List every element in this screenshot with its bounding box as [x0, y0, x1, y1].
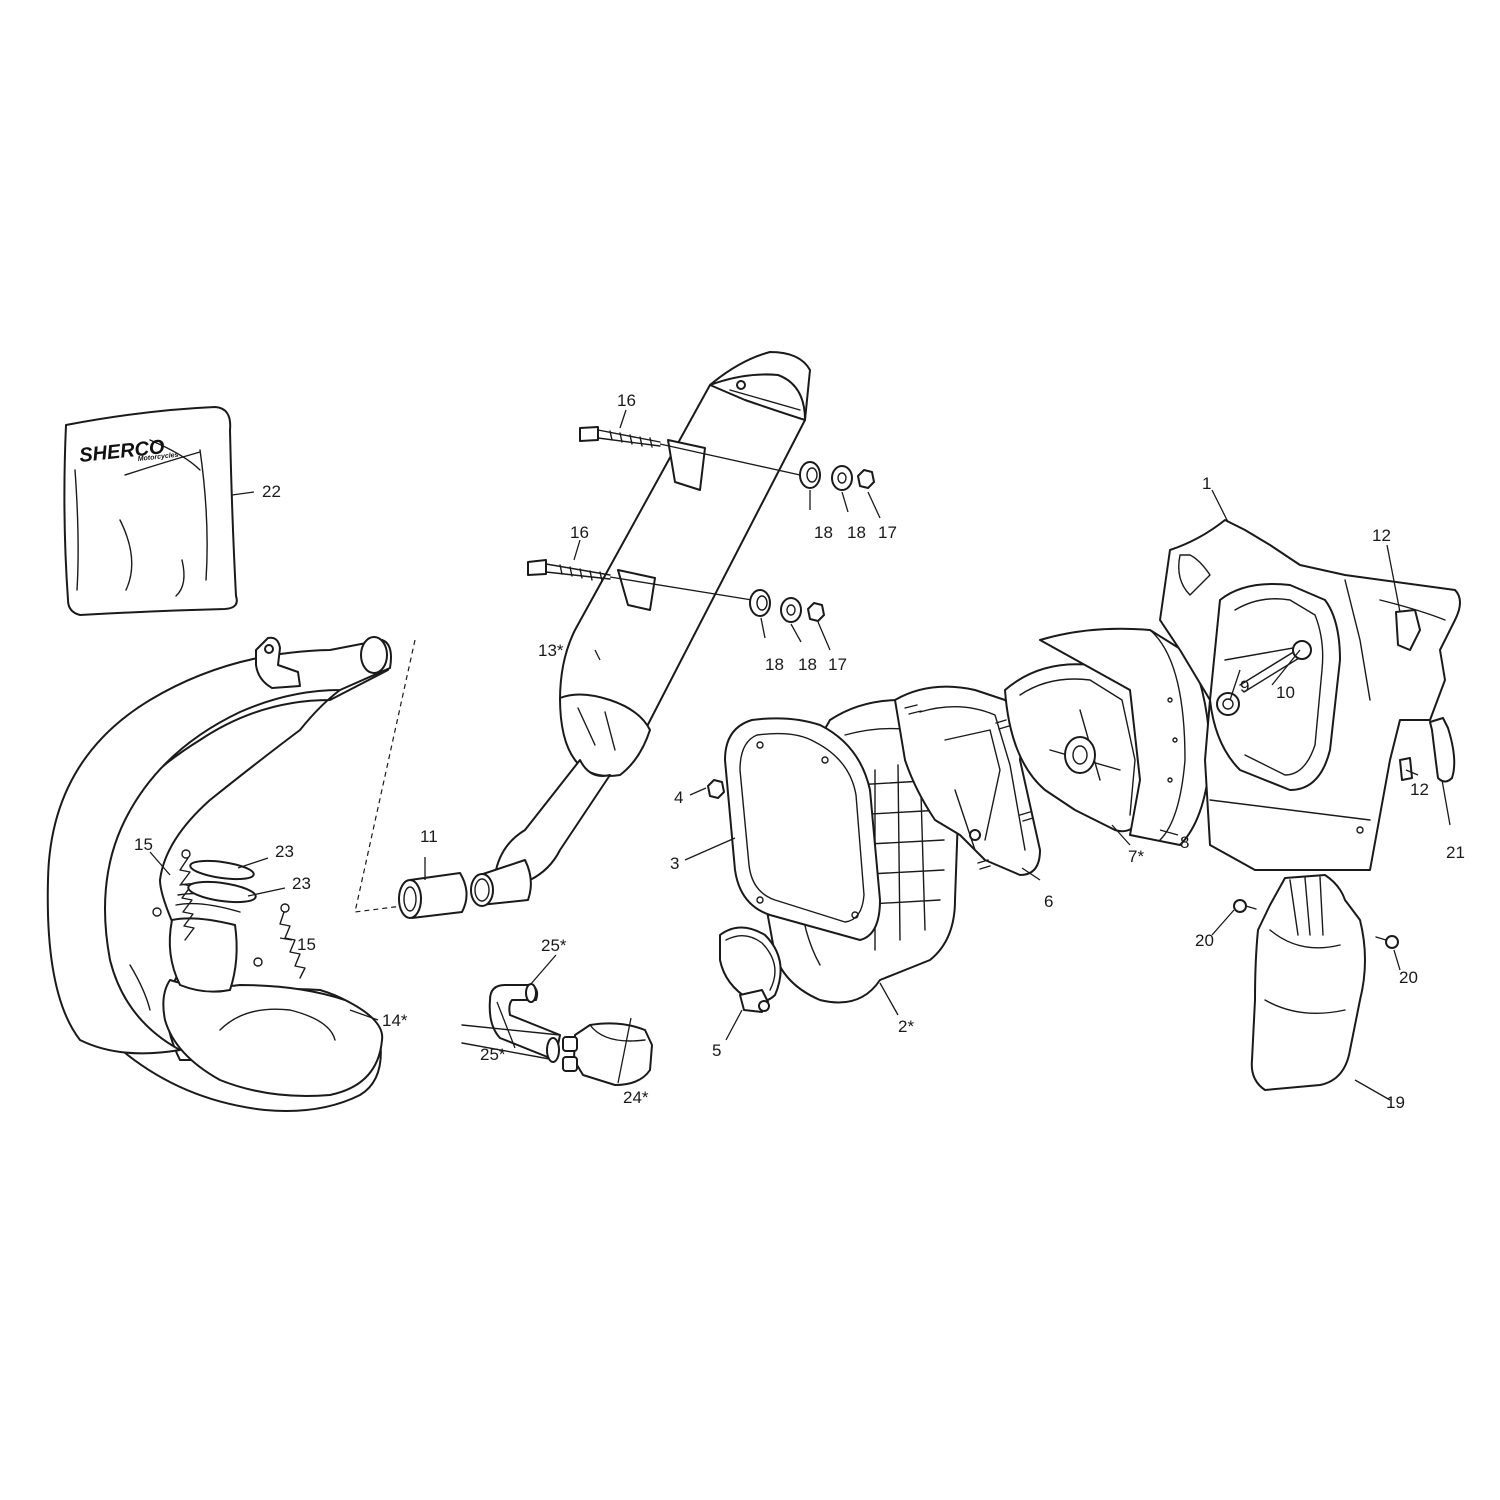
callout-10: 10	[1276, 683, 1295, 702]
callout-2: 2*	[898, 1017, 914, 1036]
cover-bag-part: SHERCO Motorcycles	[63, 406, 238, 616]
callout-23: 23	[292, 874, 311, 893]
washer-part	[831, 465, 853, 491]
callout-15: 15	[134, 835, 153, 854]
callout-16: 16	[617, 391, 636, 410]
callout-9: 9	[1240, 677, 1249, 696]
callout-6: 6	[1044, 892, 1053, 911]
callout-12: 12	[1372, 526, 1391, 545]
callout-25: 25*	[480, 1045, 506, 1064]
fit-line	[659, 443, 801, 476]
silencer-part	[470, 351, 811, 907]
callout-8: 8	[1180, 833, 1189, 852]
callout-23: 23	[275, 842, 294, 861]
nut-part	[707, 779, 725, 799]
screw-part	[1233, 899, 1257, 913]
callout-18: 18	[814, 523, 833, 542]
callout-7: 7*	[1128, 847, 1144, 866]
washer-part	[780, 597, 802, 623]
fit-line	[609, 576, 753, 601]
spring-part	[152, 849, 195, 941]
callout-19: 19	[1386, 1093, 1405, 1112]
callout-20: 20	[1399, 968, 1418, 987]
screw-part	[1375, 935, 1399, 949]
callout-22: 22	[262, 482, 281, 501]
callout-18: 18	[765, 655, 784, 674]
callout-4: 4	[674, 788, 683, 807]
callout-16: 16	[570, 523, 589, 542]
filter-gasket-part	[724, 717, 881, 941]
callout-3: 3	[670, 854, 679, 873]
filter-holder-part	[894, 685, 1041, 876]
spring-part	[253, 903, 306, 979]
grommet-part	[799, 461, 821, 489]
o-ring-part	[189, 859, 255, 881]
bolt-part	[579, 426, 661, 448]
hose-part	[461, 1024, 561, 1063]
callout-1: 1	[1202, 474, 1211, 493]
sleeve-part	[398, 872, 468, 919]
callout-15: 15	[297, 935, 316, 954]
nut-part	[807, 602, 825, 622]
nut-part	[857, 469, 875, 489]
filter-frame-part	[1004, 663, 1146, 833]
callout-17: 17	[878, 523, 897, 542]
reed-valve-part	[562, 1022, 653, 1086]
callout-20: 20	[1195, 931, 1214, 950]
o-ring-part	[187, 880, 257, 904]
callout-12: 12	[1410, 780, 1429, 799]
callout-18: 18	[847, 523, 866, 542]
hose-part	[488, 983, 561, 1061]
callout-5: 5	[712, 1041, 721, 1060]
leader-lines	[149, 409, 1451, 1101]
bolt-part	[527, 559, 611, 582]
intake-duct-part	[1250, 874, 1366, 1091]
callout-25: 25*	[541, 936, 567, 955]
callout-18: 18	[798, 655, 817, 674]
callout-21: 21	[1446, 843, 1465, 862]
callout-17: 17	[828, 655, 847, 674]
hose-clamp-part	[719, 926, 782, 1013]
air-box-part	[1159, 519, 1461, 871]
grommet-part	[749, 589, 771, 617]
callout-24: 24*	[623, 1088, 649, 1107]
air-filter-part	[1039, 627, 1211, 846]
fit-line	[354, 639, 416, 913]
callout-13: 13*	[538, 641, 564, 660]
brand-logo-subtext: Motorcycles	[137, 452, 178, 463]
expansion-chamber-part	[46, 636, 392, 1112]
clip-part	[1399, 757, 1413, 781]
strap-part	[1429, 717, 1456, 783]
callout-11: 11	[420, 827, 438, 846]
callout-14: 14*	[382, 1011, 408, 1030]
